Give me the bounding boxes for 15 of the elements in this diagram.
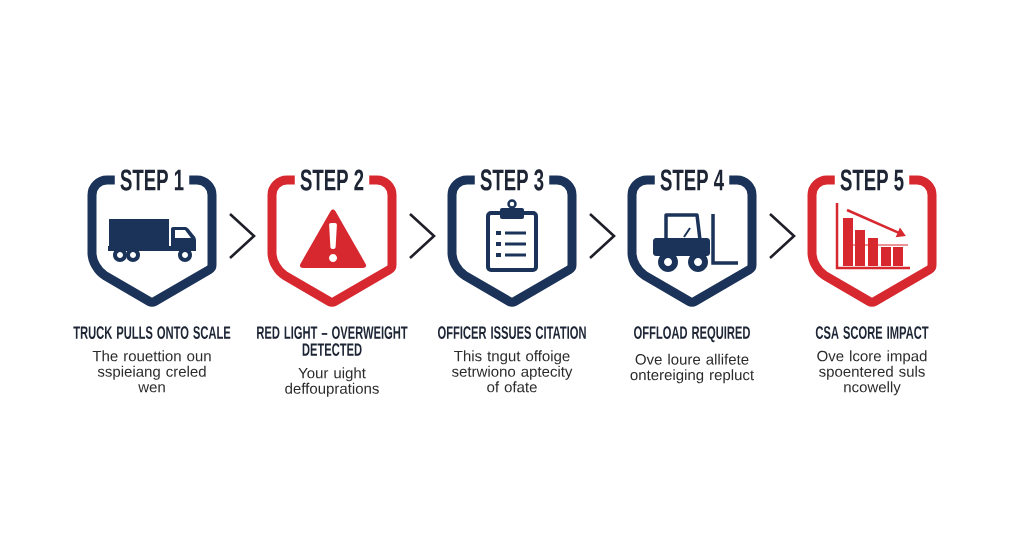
step-title: RED LIGHT – OVERWEIGHT DETECTED <box>257 326 408 356</box>
step-description: Ove loure allifete ontereiging repluct <box>630 353 754 384</box>
step-title: TRUCK PULLS ONTO SCALE <box>73 326 231 339</box>
shield-badge: STEP 4 <box>627 169 757 307</box>
step-description: This tngut offoige setrwiono aptecity of ofate <box>452 350 573 393</box>
step-title: OFFICER ISSUES CITATION <box>438 326 586 339</box>
shield-badge: STEP 2 <box>267 169 397 307</box>
shield-badge: STEP 3 <box>447 169 577 307</box>
shield-badge: STEP 5 <box>807 169 937 307</box>
step-title: CSA SCORE IMPACT <box>815 326 929 339</box>
step-description: Your uight deffouprations <box>285 367 379 397</box>
step-description: Ove lcore impad spoentered suls ncowelly <box>817 350 927 396</box>
step-title: OFFLOAD REQUIRED <box>634 326 750 343</box>
shield-badge: STEP 1 <box>87 169 217 307</box>
step-description: The rouettion oun sspieiang creled wen <box>92 350 211 393</box>
